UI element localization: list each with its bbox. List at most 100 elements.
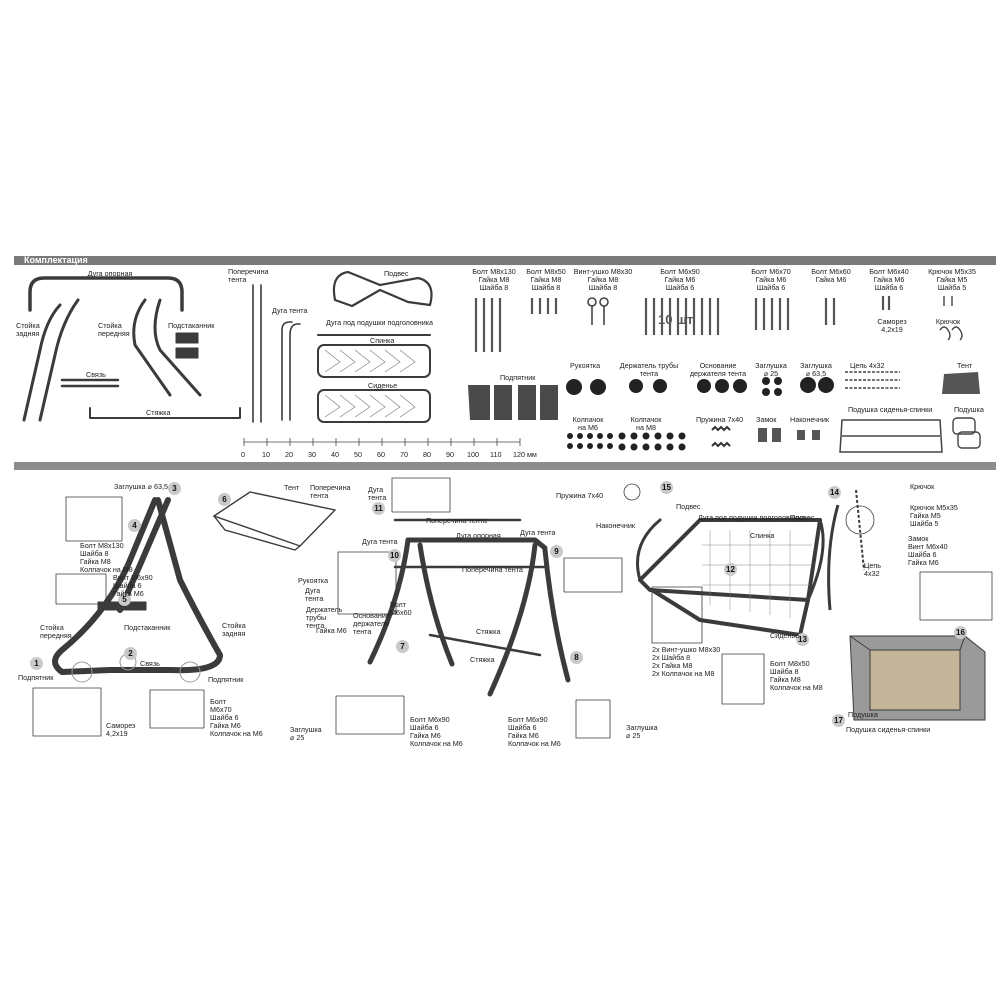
label-tube-holder: Держатель трубы тента: [619, 361, 679, 378]
asm-label-bolt70: Болт М6х70 Шайба 6 Гайка М6 Колпачок на …: [210, 697, 263, 738]
asm-label-plug25b: Заглушка ⌀ 25: [626, 723, 658, 740]
asm-label-spring: Пружина 7х40: [556, 491, 604, 500]
label-tent: Тент: [957, 361, 973, 370]
chain-detail-assembly: [827, 489, 993, 621]
asm-label-lock-hw: Замок Винт М6х40 Шайба 6 Гайка М6: [908, 534, 948, 567]
handle-drawing: [566, 379, 606, 395]
step-number: 11: [372, 502, 385, 515]
ruler-tick: 80: [423, 450, 431, 459]
asm-label-tie1: Стяжка: [476, 627, 501, 636]
asm-label-arc-support: Дуга опорная: [456, 531, 501, 540]
asm-label-tie2: Стяжка: [470, 655, 495, 664]
label-crossbar-tent: Поперечина тента: [228, 267, 269, 284]
ruler-tick: 60: [377, 450, 385, 459]
label-tip: Наконечник: [790, 415, 830, 424]
label-cap-m8: Колпачок на М8: [630, 415, 662, 432]
bolt-m8x50-drawing: [530, 298, 558, 314]
bolt-m6x40-drawing: [881, 296, 891, 310]
holder-base-drawing: [697, 379, 747, 393]
asm-label-bolt130: Болт М8х130 Шайба 8 Гайка М8 Колпачок на…: [80, 541, 133, 574]
seat-frame-assembly: [623, 483, 825, 705]
asm-label-arc-tent3: Дуга тента: [520, 528, 556, 537]
bolt-m6x90-drawing: [644, 298, 720, 335]
label-cap-m6: Колпачок на М6: [572, 415, 604, 432]
label-suspension: Подвес: [384, 269, 409, 278]
label-cup-holder: Подстаканник: [168, 321, 215, 330]
asm-label-eye-bolt: 2х Винт-ушко М8х30 2х Шайба 8 2х Гайка М…: [652, 645, 721, 678]
plug-25-drawing: [762, 377, 782, 396]
main-frame-assembly: [335, 477, 623, 739]
asm-label-screw90: Винт М6х90 Шайба 6 Гайка М6: [113, 573, 153, 598]
bolt-m8x130-drawing: [474, 298, 502, 352]
label-bolt-m6x70: Болт М6х70 Гайка М6 Шайба 6: [751, 267, 791, 292]
arc-tent-drawing: [281, 321, 301, 421]
cap-m8-drawing: [618, 432, 686, 451]
asm-label-rear-post: Стойка задняя: [222, 621, 246, 638]
label-bolt-m8x50: Болт М8х50 Гайка М8 Шайба 8: [526, 267, 566, 292]
label-ten-pcs: 10 шт: [658, 312, 694, 327]
bolt-m6x60-drawing: [824, 298, 836, 325]
step-number: 3: [168, 482, 181, 495]
asm-label-link: Связь: [140, 659, 160, 668]
label-cushion-seat-back: Подушка сиденья-спинки: [848, 405, 933, 414]
ruler-tick: 30: [308, 450, 316, 459]
front-post-drawing: [132, 298, 172, 397]
label-cushion: Подушка: [954, 405, 984, 414]
asm-label-suspension-l: Подвес: [676, 502, 701, 511]
asm-label-front-post: Стойка передняя: [40, 623, 72, 640]
asm-label-nut-m6: Гайка М6: [316, 626, 347, 635]
tie-drawing: [89, 407, 241, 419]
step-number: 6: [218, 493, 231, 506]
tube-holder-drawing: [629, 379, 667, 393]
step-number: 10: [388, 549, 401, 562]
asm-label-suspension-r: Подвес: [790, 513, 815, 522]
label-plug-25: Заглушка ⌀ 25: [755, 361, 787, 378]
asm-label-seat: Сиденье: [770, 631, 800, 640]
asm-label-cushion: Подушка: [848, 710, 878, 719]
asm-label-headrest: Дуга под подушки подголовника: [698, 513, 806, 522]
ruler-tick: 0: [241, 450, 245, 459]
label-hook: Крючок: [935, 317, 961, 326]
ruler-tick: 120 мм: [513, 450, 537, 459]
ruler-tick: 20: [285, 450, 293, 459]
kit-header-title: Комплектация: [24, 255, 88, 265]
asm-label-holder-base: Основание держателя тента: [353, 611, 390, 636]
label-spring: Пружина 7х40: [696, 415, 744, 424]
label-seat: Сиденье: [368, 381, 398, 390]
label-bolt-m6x90: Болт М6х90 Гайка М6 Шайба 6: [660, 267, 700, 292]
cushion-seat-back-drawing: [839, 419, 943, 453]
label-eye-bolt: Винт-ушко М8х30 Гайка М8 Шайба 8: [573, 267, 633, 292]
step-number: 13: [796, 633, 809, 646]
ruler-drawing: [243, 438, 521, 446]
step-number: 9: [550, 545, 563, 558]
ruler-tick: 90: [446, 450, 454, 459]
lock-drawing: [758, 428, 781, 442]
step-number: 5: [118, 593, 131, 606]
asm-label-back: Спинка: [750, 531, 775, 540]
plug-63-drawing: [800, 377, 834, 393]
asm-label-cup-holder: Подстаканник: [124, 623, 171, 632]
cushion-drawing: [952, 417, 981, 449]
label-plug-63: Заглушка ⌀ 63,5: [800, 361, 832, 378]
label-chain: Цепь 4х32: [850, 361, 885, 370]
asm-label-cushion-seat-back: Подушка сиденья-спинки: [846, 725, 931, 734]
asm-label-chain: Цепь 4х32: [864, 561, 881, 578]
label-front-post: Стойка передняя: [98, 321, 130, 338]
asm-label-tent-arc-small: Дуга тента: [305, 586, 324, 603]
label-rear-post: Стойка задняя: [16, 321, 40, 338]
arc-support-drawing: [28, 276, 184, 312]
label-bolt-m6x40: Болт М6х40 Гайка М6 Шайба 6: [869, 267, 909, 292]
label-bolt-m8x130: Болт М8х130 Гайка М8 Шайба 8: [472, 267, 516, 292]
kit-header-bar: Комплектация: [14, 255, 996, 265]
tent-assembly: [212, 491, 337, 551]
side-frame-assembly: [32, 496, 223, 737]
back-panel-drawing: [317, 344, 431, 378]
tip-drawing: [797, 430, 820, 440]
ruler-tick: 40: [331, 450, 339, 459]
asm-label-foot-l: Подпятник: [18, 673, 54, 682]
label-bolt-m6x60: Болт М6х60 Гайка М6: [811, 267, 851, 284]
label-screw: Саморез 4,2х19: [877, 317, 907, 334]
tent-drawing: [942, 372, 980, 394]
swing-tent-assembly: [849, 635, 986, 721]
